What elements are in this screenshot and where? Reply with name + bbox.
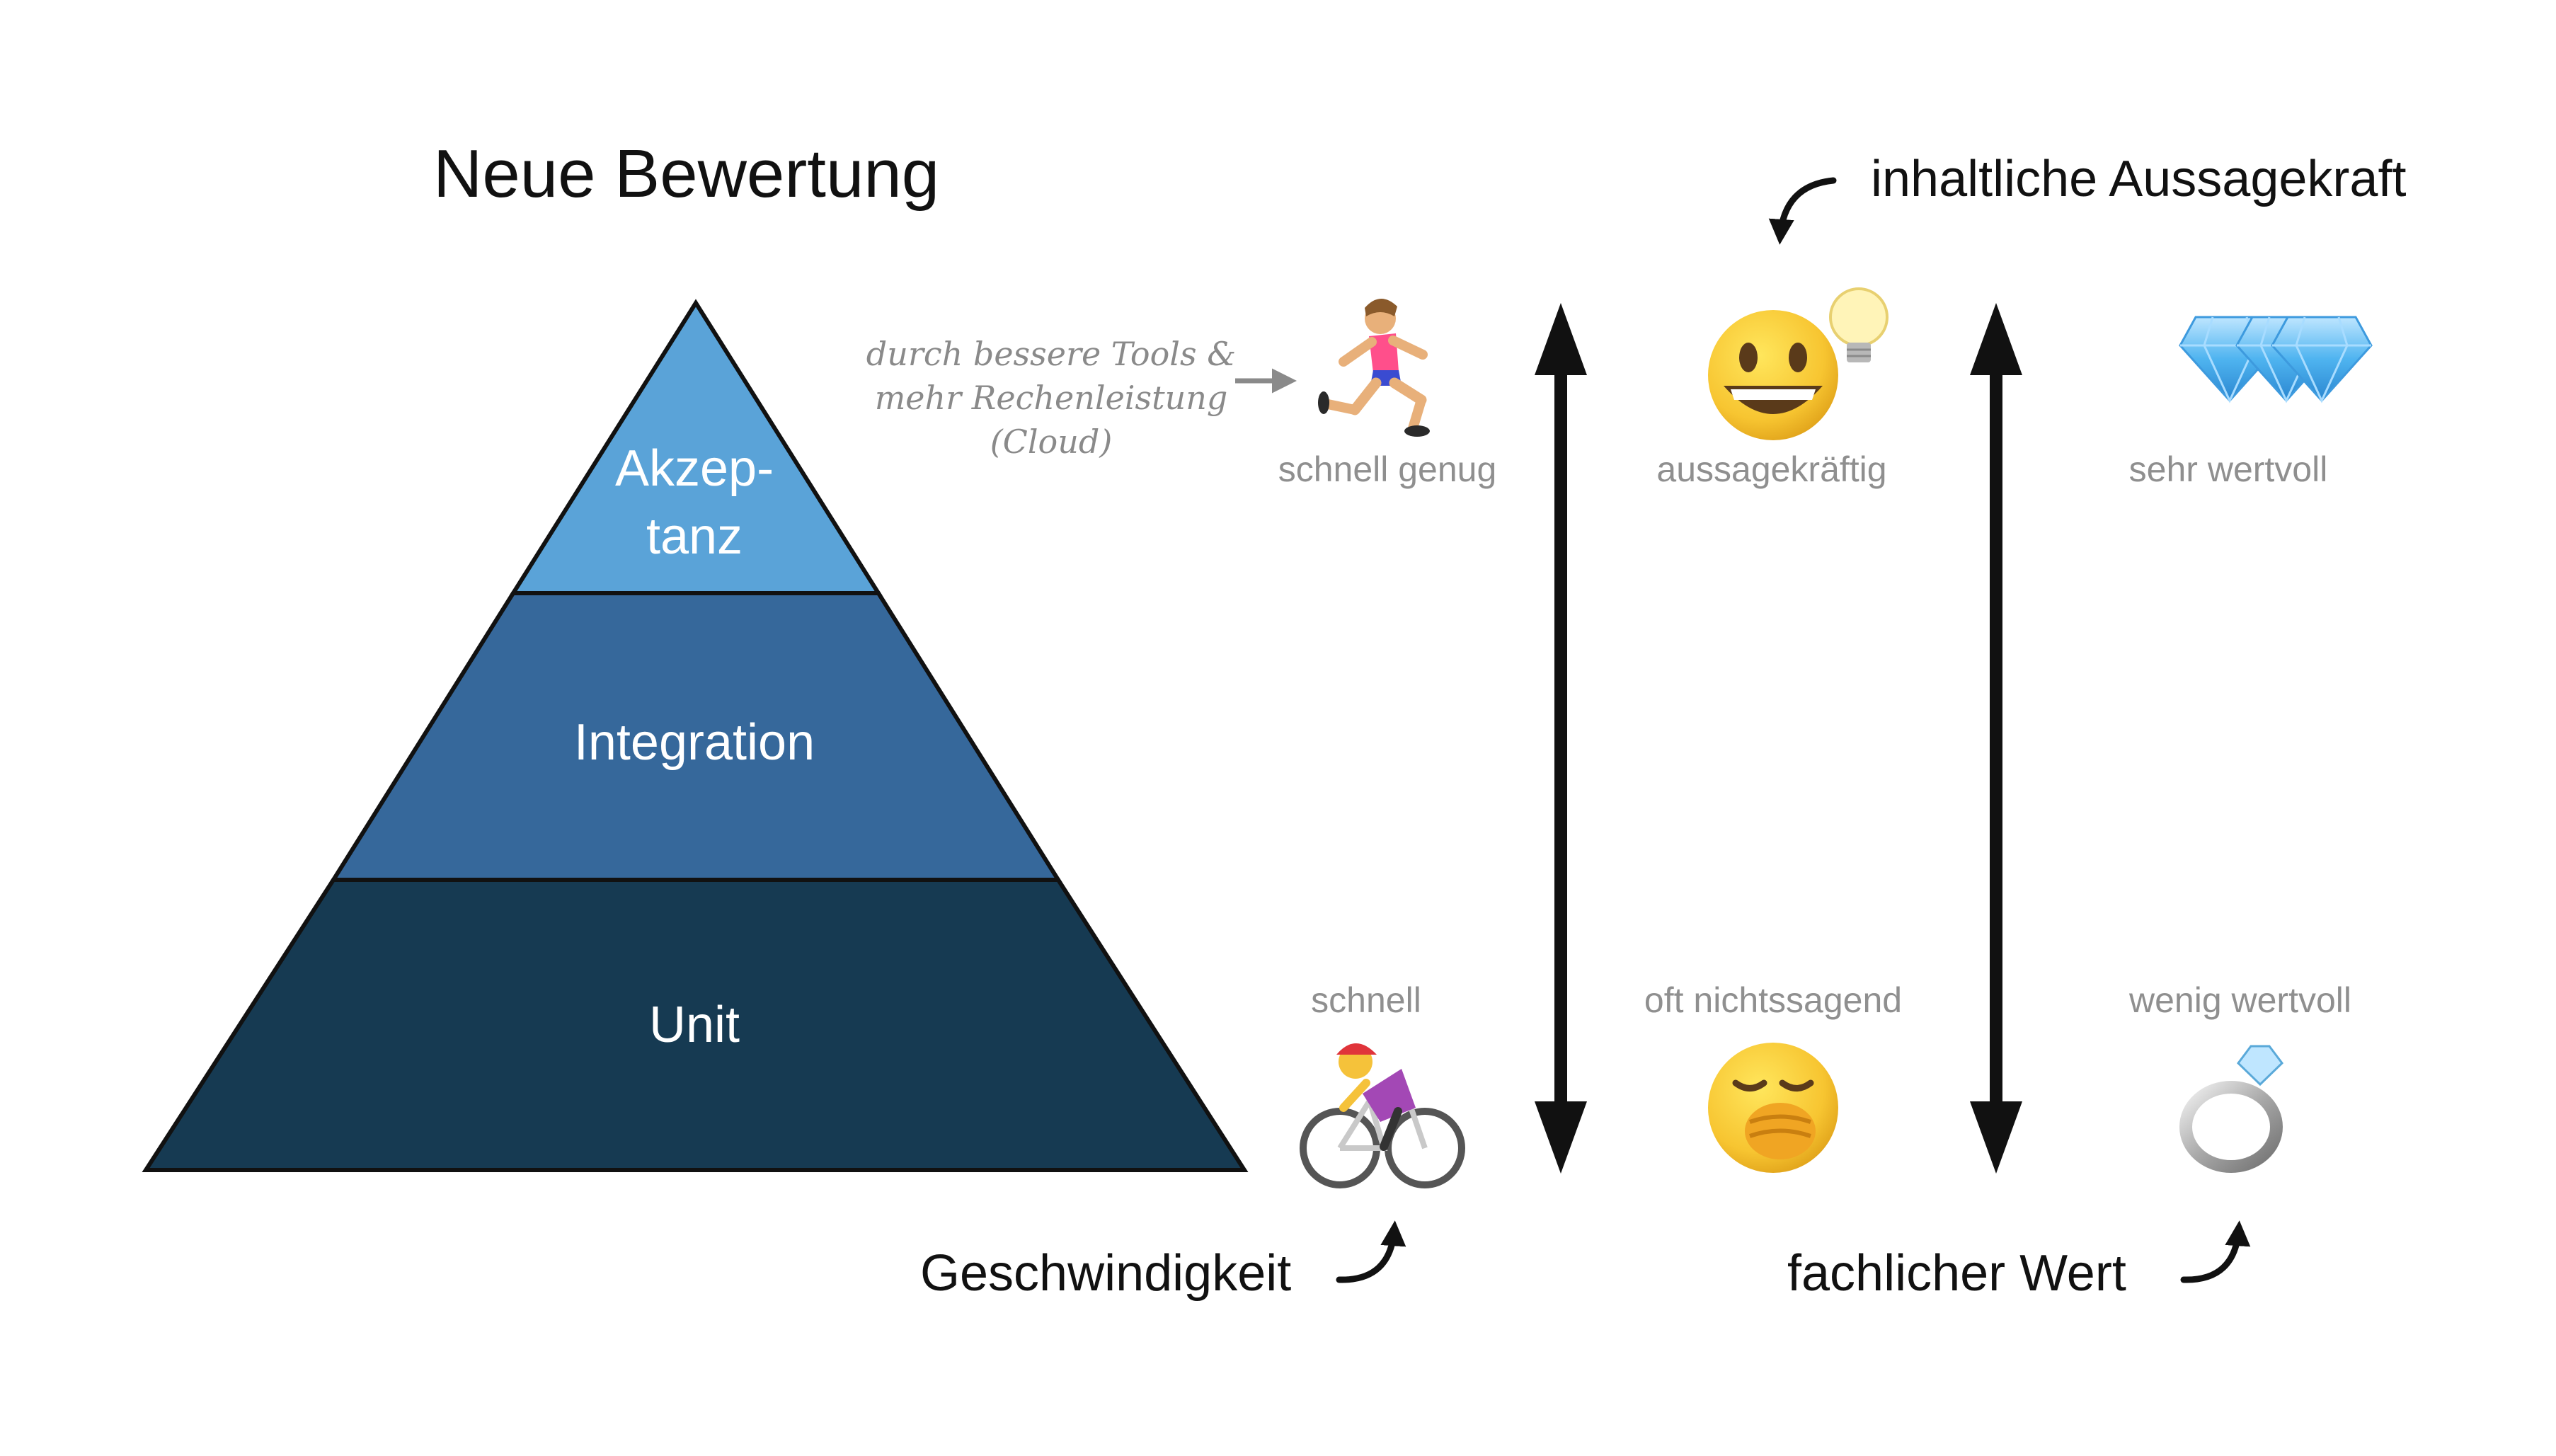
pyramid-tier-unit bbox=[142, 878, 1249, 1172]
axis-arrow-value-icon bbox=[2180, 1220, 2251, 1283]
caption-value-bottom: wenig wertvoll bbox=[2128, 980, 2351, 1020]
caption-insight-top: aussagekräftig bbox=[1656, 449, 1886, 489]
improvement-note: durch bessere Tools & mehr Rechenleistun… bbox=[866, 335, 1297, 461]
caption-value-top: sehr wertvoll bbox=[2129, 449, 2328, 489]
axis-arrow-insight-icon bbox=[1768, 177, 1837, 245]
yawning-face-icon bbox=[1708, 1043, 1838, 1173]
ring-icon bbox=[2179, 1045, 2283, 1173]
double-arrow-speed-insight bbox=[1535, 303, 1587, 1174]
axis-arrow-speed-icon bbox=[1336, 1220, 1406, 1283]
caption-insight-bottom: oft nichtssagend bbox=[1644, 980, 1902, 1020]
tier-label-integration: Integration bbox=[574, 714, 815, 771]
test-pyramid: Akzep- tanz Integration Unit bbox=[142, 299, 1249, 1172]
tier-label-acceptance-line1: Akzep- bbox=[615, 440, 774, 497]
tier-label-unit: Unit bbox=[649, 997, 740, 1053]
caption-speed-bottom: schnell bbox=[1311, 980, 1421, 1020]
axis-label-insight: inhaltliche Aussagekraft bbox=[1871, 151, 2406, 207]
cyclist-icon bbox=[1300, 1043, 1465, 1188]
axis-label-value: fachlicher Wert bbox=[1787, 1245, 2126, 1302]
note-line-3: (Cloud) bbox=[990, 423, 1113, 461]
gem-stones-icon bbox=[2179, 316, 2373, 403]
note-line-1: durch bessere Tools & bbox=[866, 335, 1236, 373]
double-arrow-insight-value bbox=[1970, 303, 2022, 1174]
runner-icon bbox=[1318, 298, 1430, 437]
note-line-2: mehr Rechenleistung bbox=[875, 379, 1228, 417]
page-title: Neue Bewertung bbox=[433, 136, 939, 212]
tier-label-acceptance-line2: tanz bbox=[646, 508, 743, 565]
caption-speed-top: schnell genug bbox=[1278, 449, 1497, 489]
grinning-face-lightbulb-icon bbox=[1708, 287, 1889, 440]
axis-label-speed: Geschwindigkeit bbox=[920, 1245, 1291, 1302]
